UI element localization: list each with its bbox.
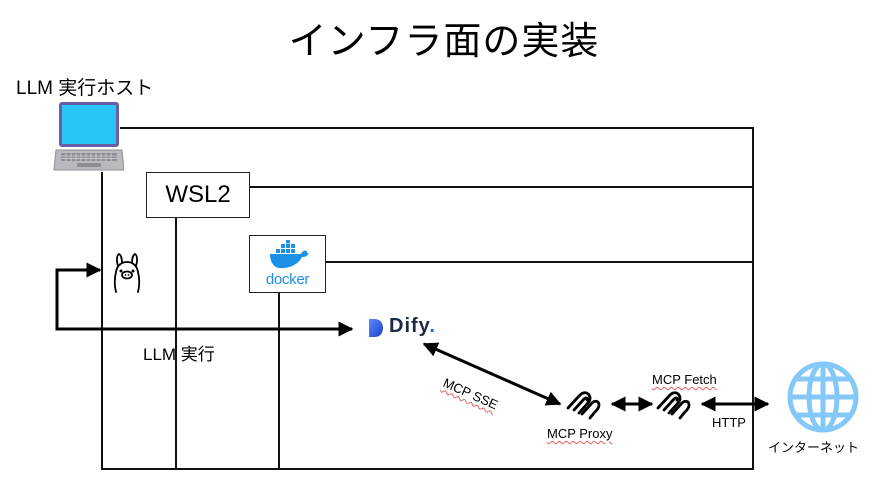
host-network-line [101,127,754,470]
wsl2-node: WSL2 [146,172,250,218]
docker-label: docker [265,271,310,288]
diagram-title: インフラ面の実装 [288,19,600,63]
globe-icon [787,361,859,433]
docker-whale-icon [270,240,309,269]
laptop-icon [53,102,124,171]
docker-node: docker [249,235,326,293]
mcp-fetch-icon [656,391,691,420]
dify-logo-icon [369,319,383,337]
llm-exec-label: LLM 実行 [143,345,215,364]
internet-label: インターネット [768,440,860,455]
http-label: HTTP [712,415,746,430]
mcp-proxy-text: MCP Proxy [547,426,613,441]
mcp-sse-arrow [422,342,562,406]
host-label: LLM 実行ホスト [16,78,154,99]
mcp-fetch-label: MCP Fetch [652,372,717,387]
wsl2-label: WSL2 [165,181,231,208]
mcp-fetch-text: MCP Fetch [652,372,717,387]
mcp-proxy-label: MCP Proxy [547,426,613,441]
dify-label: Dify. [389,315,436,337]
dify-text: Dify [389,315,430,337]
llm-exec-arrow [55,262,348,331]
mcp-proxy-icon [566,391,601,420]
llama-icon [113,252,141,293]
